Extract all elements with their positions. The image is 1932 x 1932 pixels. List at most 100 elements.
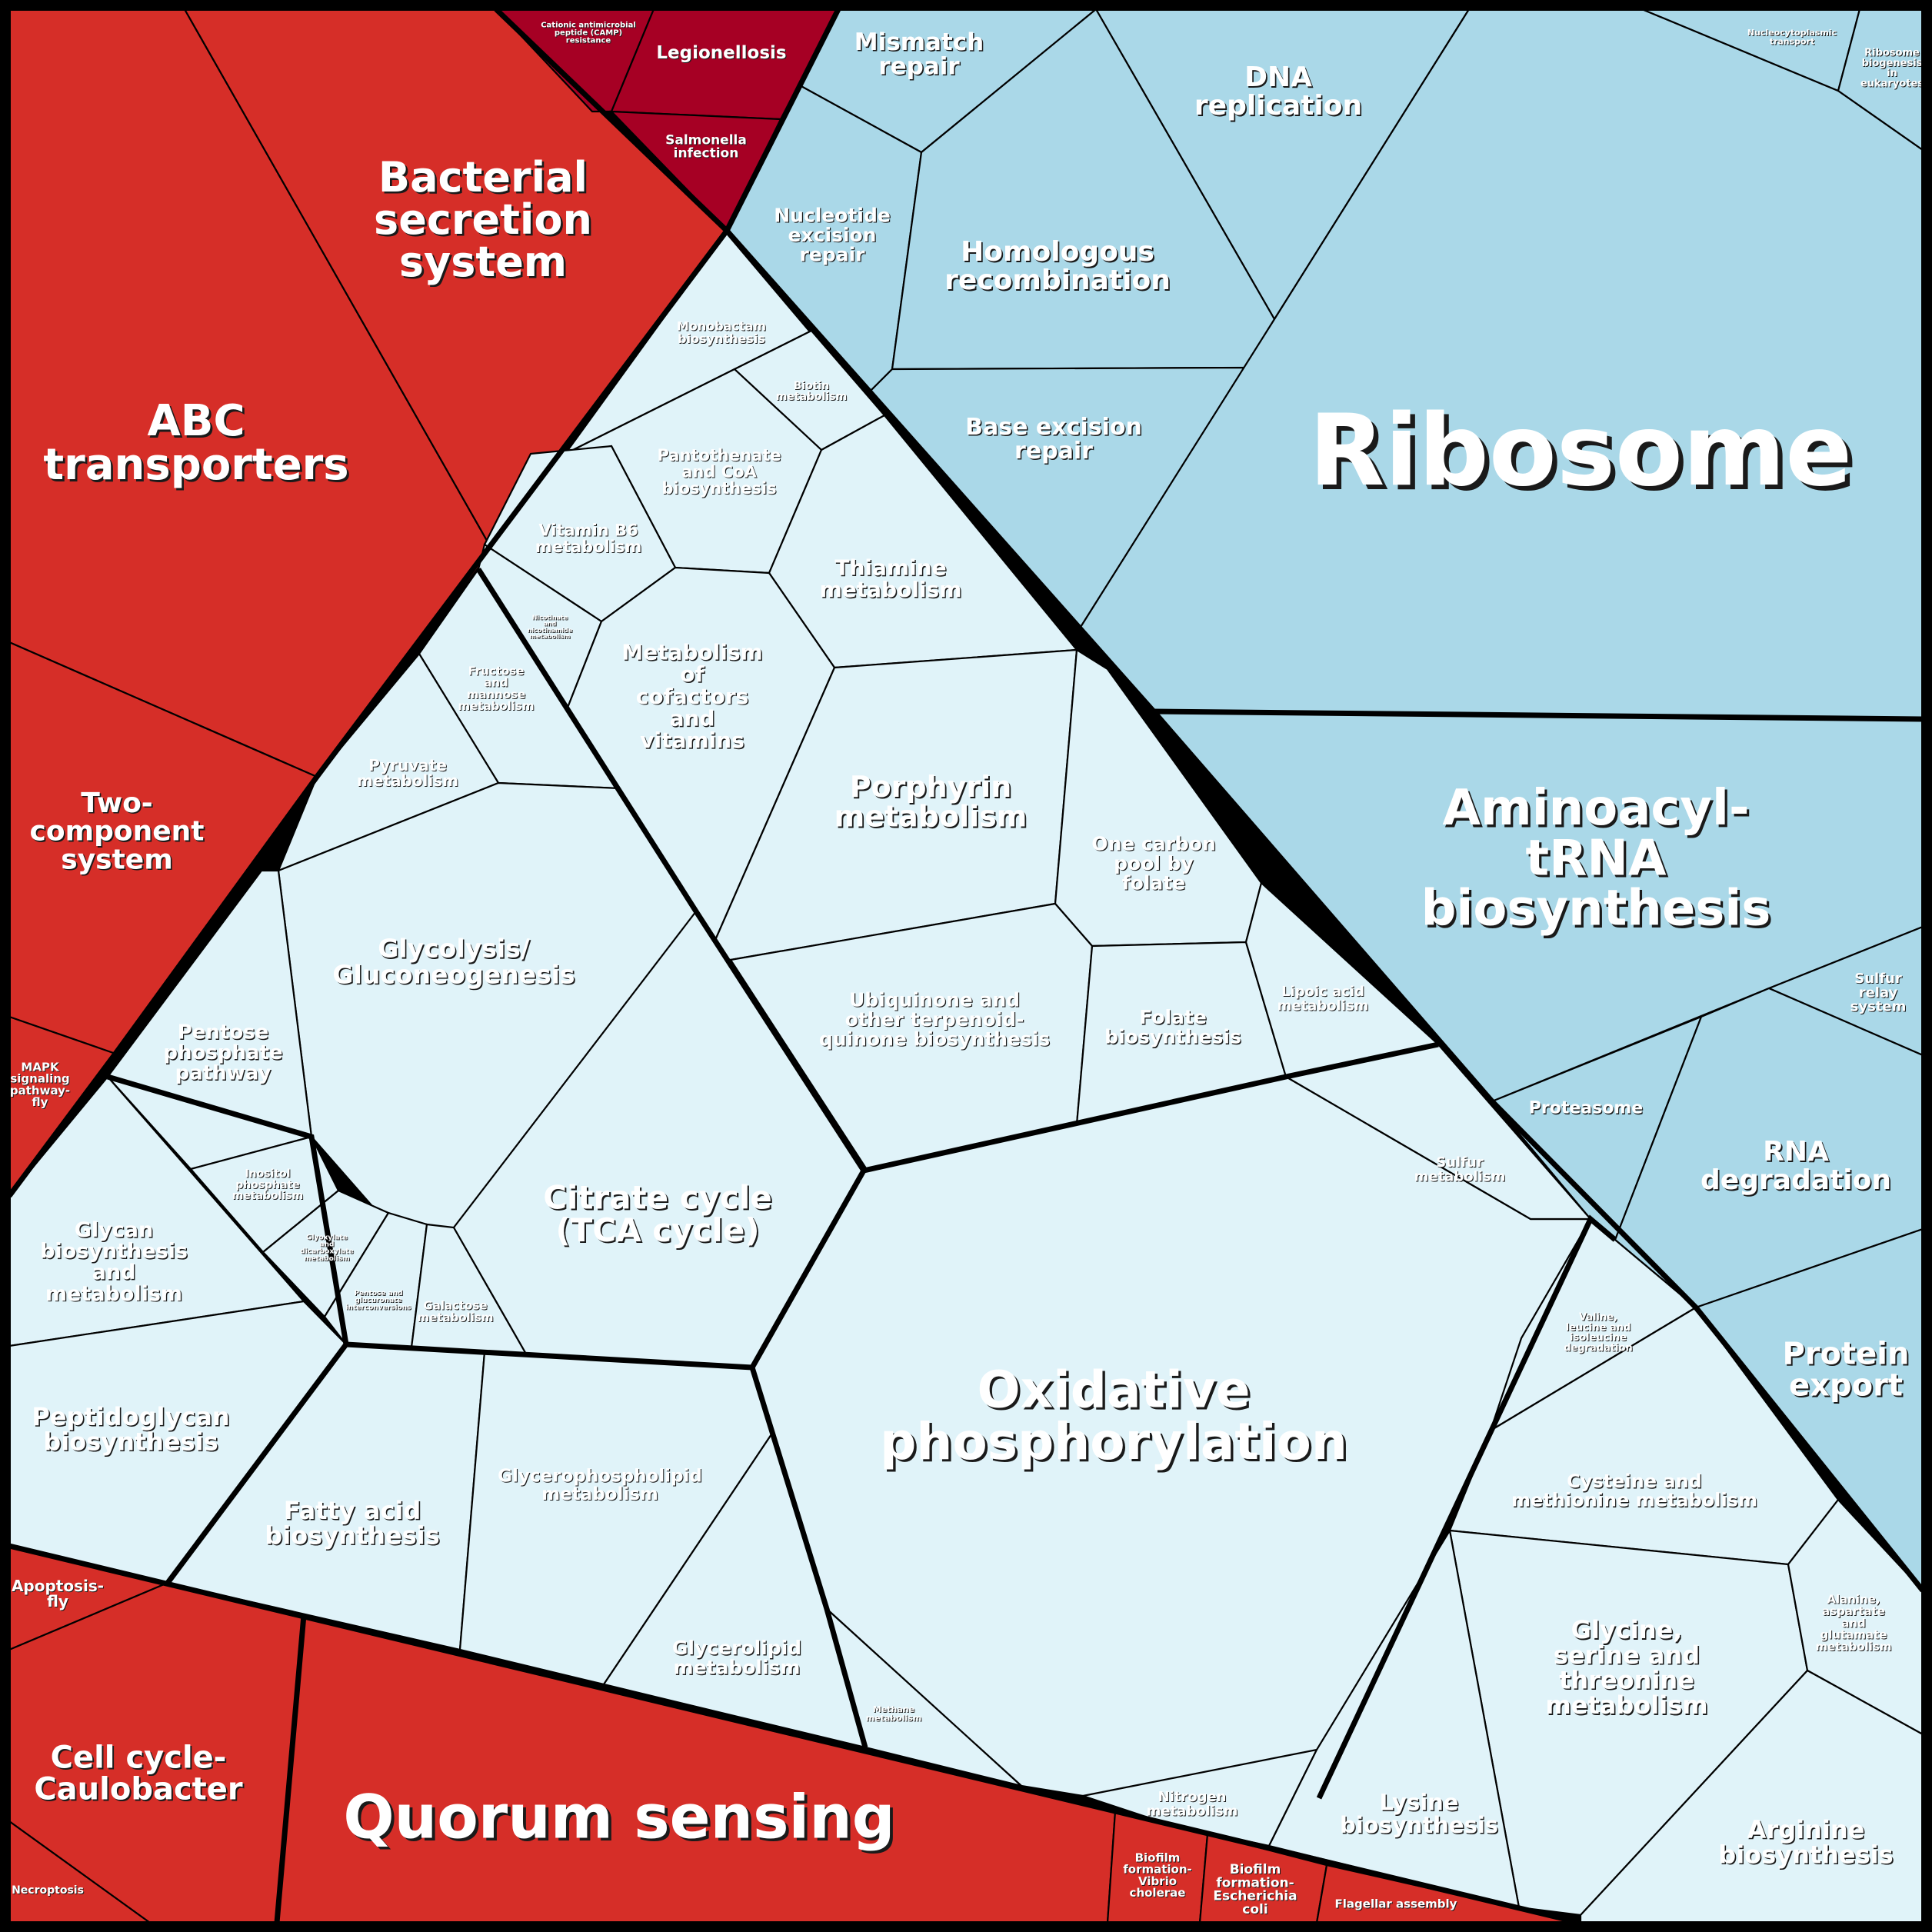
group-border-line — [1316, 1214, 1617, 1800]
label-shadow-glycolysis: Glycolysis/Gluconeogenesis — [334, 934, 576, 991]
label-legion: Legionellosis — [656, 43, 786, 63]
label-shadow-necroptosis: Necroptosis — [12, 1885, 85, 1897]
label-shadow-apoptosis: Apoptosis-fly — [12, 1577, 105, 1611]
label-shadow-proteasome: Proteasome — [1530, 1100, 1644, 1119]
label-shadow-tca: Citrate cycle(TCA cycle) — [545, 1180, 774, 1251]
label-shadow-ribosome: Ribosome — [1314, 398, 1857, 513]
label-shadow-flagellar: Flagellar assembly — [1336, 1897, 1458, 1911]
label-shadow-quorum: Quorum sensing — [346, 1786, 898, 1855]
group-border-line — [476, 568, 868, 1369]
label-glycolysis: Glycolysis/Gluconeogenesis — [332, 934, 575, 990]
label-ribosome: Ribosome — [1309, 394, 1852, 508]
label-flagellar: Flagellar assembly — [1335, 1897, 1457, 1910]
label-cellcycle: Cell cycle-Caulobacter — [34, 1740, 243, 1807]
label-shadow-cellcycle: Cell cycle-Caulobacter — [35, 1742, 245, 1809]
group-border-line — [7, 7, 731, 1198]
group-border-line — [749, 1366, 868, 1748]
group-border-line — [1153, 708, 1924, 722]
group-border-line — [8, 1543, 1581, 1926]
group-border-line — [345, 1341, 753, 1371]
group-borders — [7, 7, 1925, 1926]
label-proteasome: Proteasome — [1529, 1099, 1643, 1118]
